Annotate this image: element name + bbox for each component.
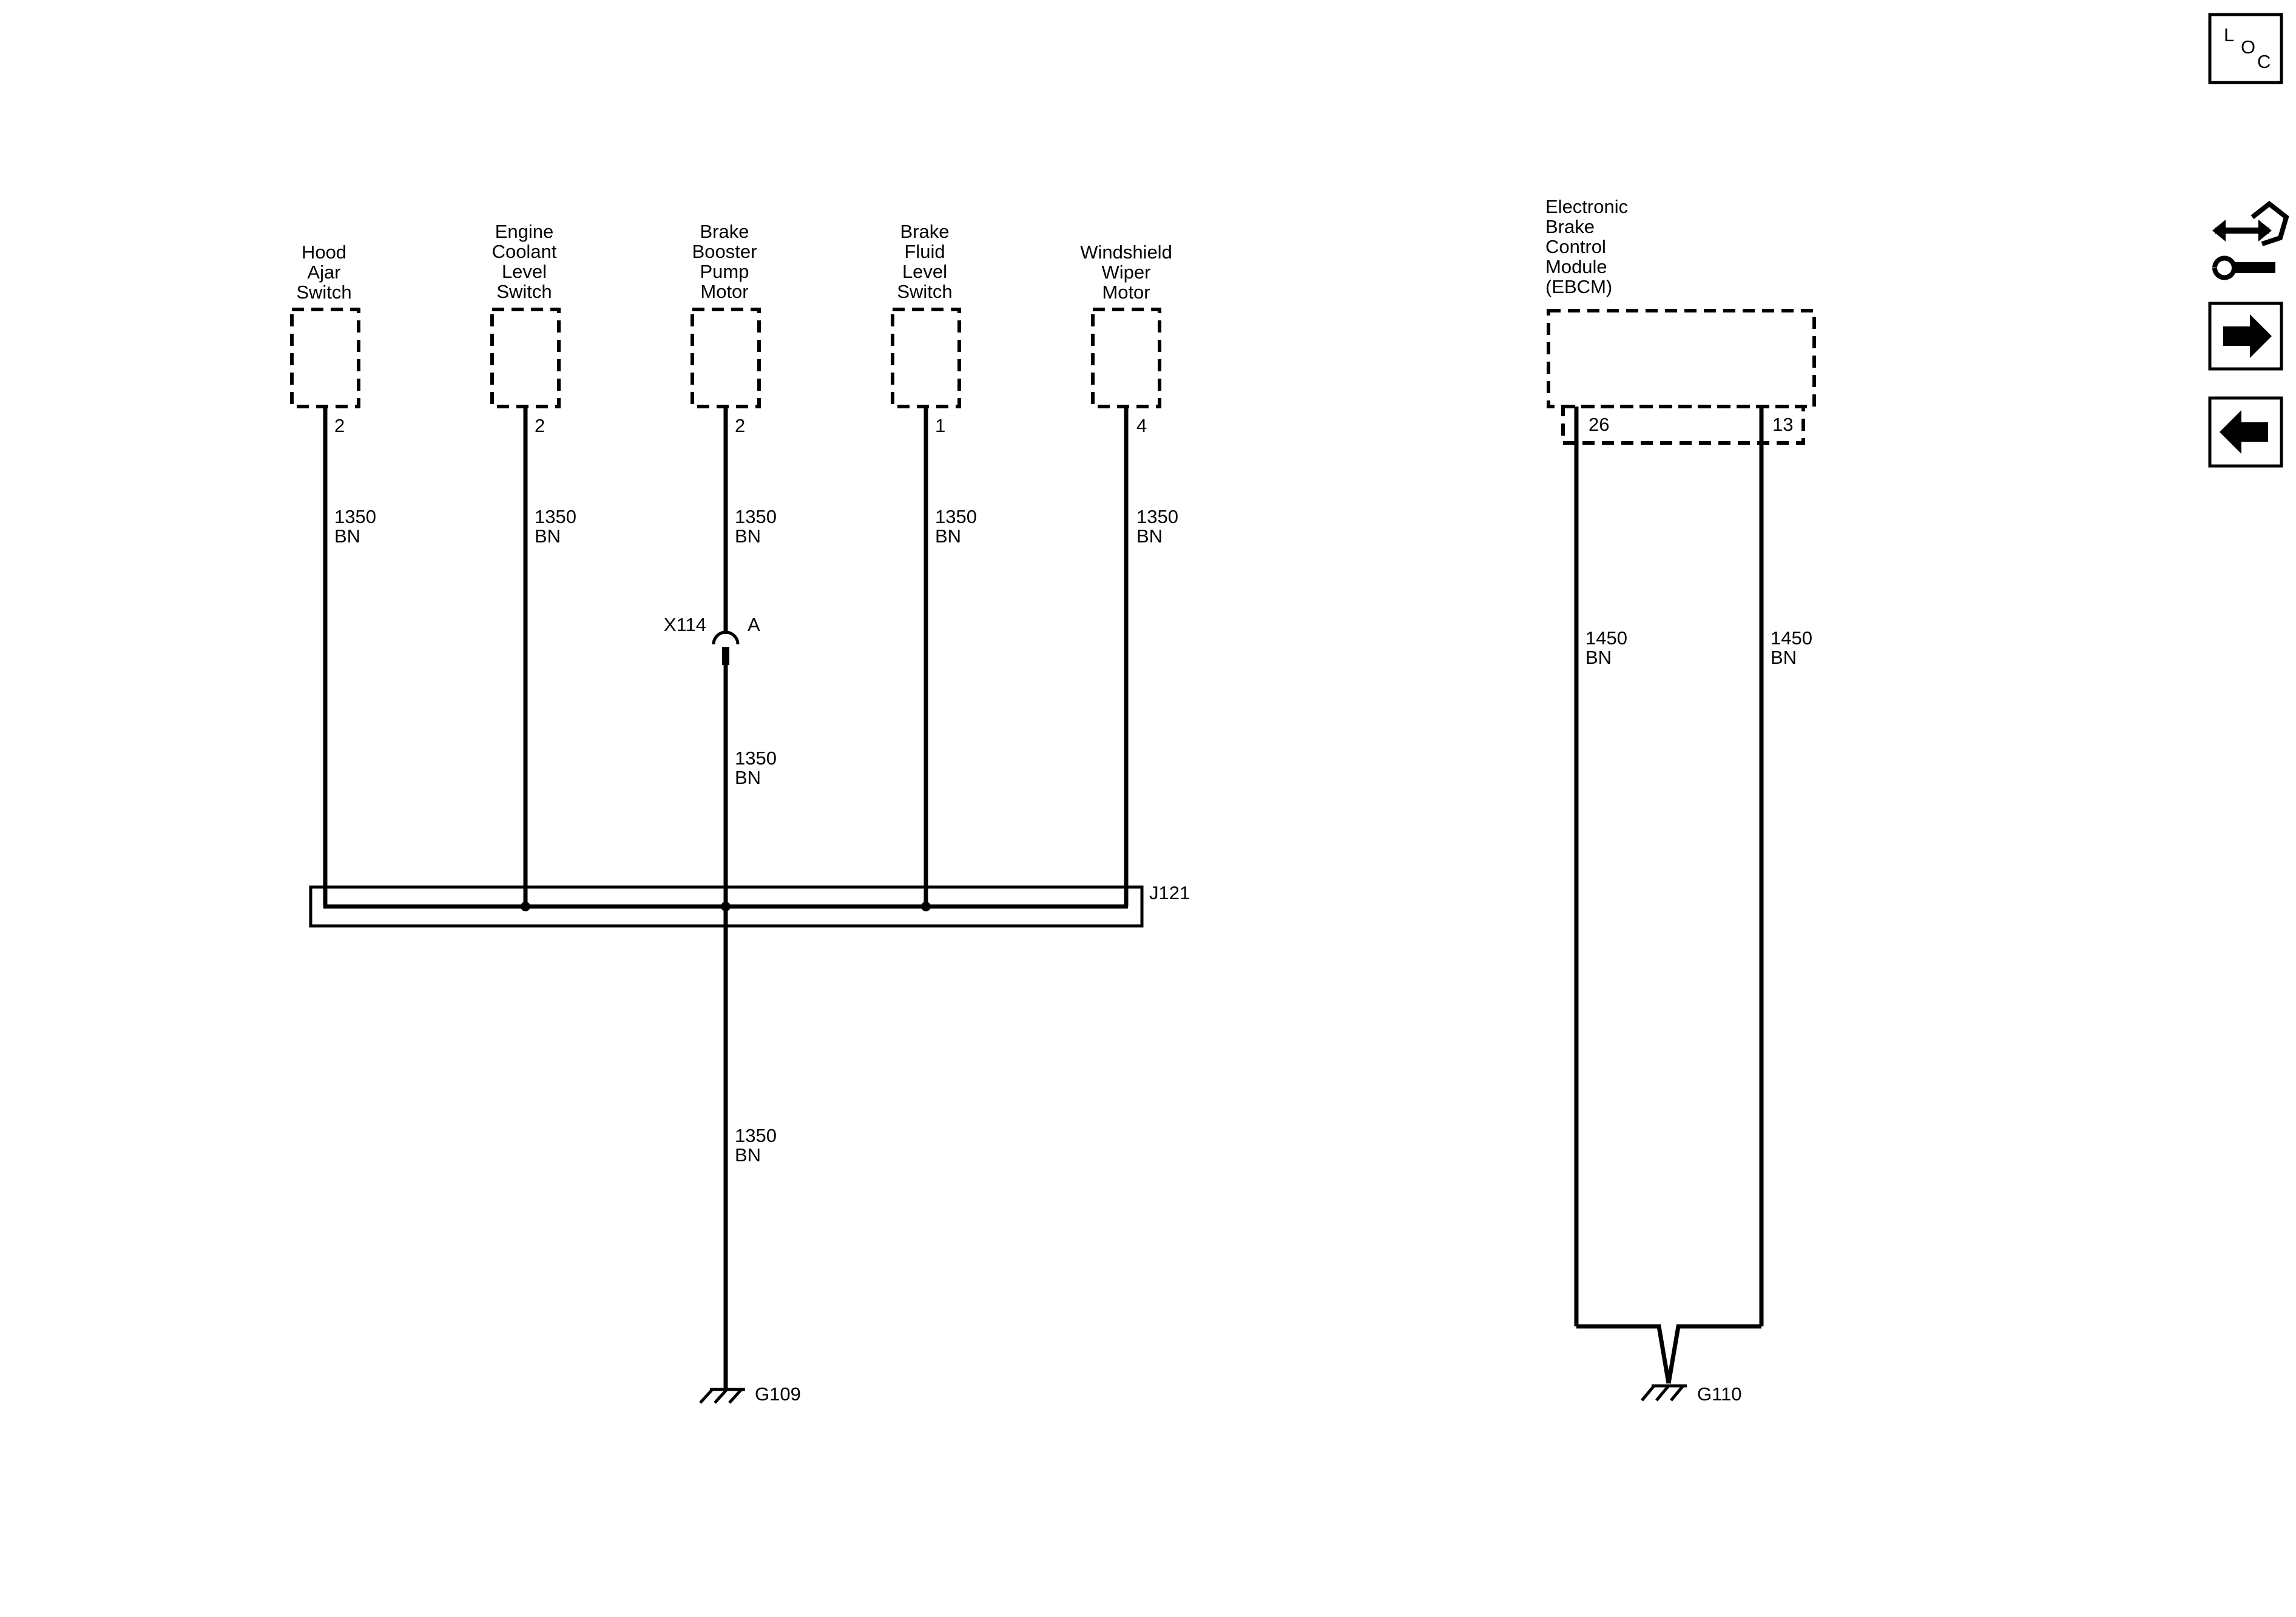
wire-size: 1450: [1771, 627, 1812, 649]
ground-hatch: [1641, 1385, 1655, 1402]
wire-color: BN: [1585, 647, 1612, 668]
module-box: [1547, 309, 1816, 408]
wire-color: BN: [1136, 525, 1163, 547]
wire-size: 1350: [1136, 506, 1178, 527]
pin-number: 1: [935, 415, 945, 436]
connector-x114: X114 A 1350 BN: [664, 614, 777, 1389]
pin-number: 2: [334, 415, 345, 436]
component-name-line: Level: [502, 261, 547, 282]
component-name-line: Switch: [296, 282, 351, 303]
module-name-line: Brake: [1545, 216, 1595, 237]
component-name-line: Level: [902, 261, 947, 282]
wire-size: 1350: [735, 748, 777, 769]
loc-icon[interactable]: L O C: [2208, 13, 2283, 84]
module-name-line: Electronic: [1545, 196, 1628, 217]
wire-color: BN: [735, 767, 761, 788]
component-name-line: Coolant: [492, 241, 557, 262]
component-name-line: Switch: [897, 281, 952, 302]
component-name-line: Switch: [496, 281, 552, 302]
component-box: [490, 308, 561, 408]
arrow-right-frame: [2208, 302, 2283, 371]
component-name-line: Fluid: [904, 241, 945, 262]
component-box: [690, 308, 761, 408]
connector-tool-icon[interactable]: [2212, 200, 2289, 280]
arrow-right-glyph: [2223, 314, 2272, 358]
ebcm-module: Electronic Brake Control Module (EBCM) 2…: [1545, 196, 1816, 1326]
wire-color: BN: [334, 525, 360, 547]
module-name-line: (EBCM): [1545, 276, 1612, 297]
arrow-right-icon[interactable]: [2208, 302, 2283, 371]
component-name-line: Motor: [700, 281, 748, 302]
ground-name: G109: [755, 1383, 801, 1405]
component-name-line: Brake: [900, 221, 950, 242]
module-name-line: Module: [1545, 256, 1607, 277]
splice-name: J121: [1149, 882, 1190, 903]
arrow-left-glyph: [2220, 410, 2268, 454]
ground-hatch: [728, 1388, 743, 1404]
ground-g110: G110: [1576, 1324, 1761, 1405]
component-box: [290, 308, 360, 408]
component-name-line: Engine: [495, 221, 554, 242]
wire-color: BN: [735, 1144, 761, 1166]
loc-letter: L: [2224, 24, 2234, 46]
loc-icon-frame: [2208, 13, 2283, 84]
splice-node: [921, 902, 931, 911]
component-brake-booster-pump-motor: Brake Booster Pump Motor 2 1350 BN: [690, 221, 777, 634]
pin-number: 4: [1136, 415, 1147, 436]
ground-g109: 1350 BN G109: [699, 1125, 801, 1405]
component-windshield-wiper-motor: Windshield Wiper Motor 4 1350 BN: [1080, 241, 1178, 906]
wire-size: 1350: [935, 506, 977, 527]
pin-number: 13: [1772, 414, 1793, 435]
loc-letter: C: [2257, 51, 2271, 72]
component-name-line: Pump: [700, 261, 749, 282]
pin-number: 2: [535, 415, 545, 436]
wire-color: BN: [1771, 647, 1797, 668]
component-name-line: Motor: [1102, 282, 1150, 303]
ground-name: G110: [1697, 1383, 1742, 1405]
component-box: [891, 308, 961, 408]
arrow-left-frame: [2208, 396, 2283, 468]
wire-size: 1350: [334, 506, 376, 527]
wire-size: 1350: [535, 506, 576, 527]
arrow-left-icon[interactable]: [2208, 396, 2283, 468]
wire-color: BN: [735, 525, 761, 547]
component-hood-ajar-switch: Hood Ajar Switch 2 1350 BN: [290, 241, 376, 906]
ground-hatch: [1655, 1385, 1670, 1402]
connector-name: X114: [664, 614, 706, 635]
wire-size: 1350: [735, 1125, 777, 1146]
pin-number: 26: [1589, 414, 1609, 435]
loc-letter: O: [2241, 36, 2255, 58]
wire-color: BN: [535, 525, 561, 547]
ground-hatch: [714, 1388, 728, 1404]
wire-size: 1350: [735, 506, 777, 527]
ground-hatch: [1670, 1385, 1684, 1402]
connector-pin: A: [748, 614, 760, 635]
module-connector-box: [1561, 405, 1805, 445]
component-name-line: Wiper: [1102, 262, 1151, 283]
ground-hatch: [699, 1388, 714, 1404]
connector-male-pin: [722, 647, 729, 665]
splice-node: [521, 902, 530, 911]
splice-pack-j121: J121: [309, 882, 1190, 928]
component-name-line: Hood: [302, 241, 346, 263]
component-name-line: Windshield: [1080, 241, 1172, 263]
ground-merge: [1576, 1324, 1761, 1384]
component-name-line: Booster: [692, 241, 757, 262]
splice-housing: [309, 885, 1144, 928]
component-name-line: Ajar: [307, 262, 340, 283]
connector-female-arc: [712, 630, 740, 645]
pin-number: 2: [735, 415, 745, 436]
wire-size: 1450: [1585, 627, 1627, 649]
component-name-line: Brake: [700, 221, 749, 242]
component-engine-coolant-level-switch: Engine Coolant Level Switch 2 1350 BN: [490, 221, 576, 906]
module-name-line: Control: [1545, 236, 1606, 257]
splice-node: [721, 902, 731, 911]
component-brake-fluid-level-switch: Brake Fluid Level Switch 1 1350 BN: [891, 221, 977, 906]
wire-color: BN: [935, 525, 961, 547]
component-box: [1091, 308, 1161, 408]
